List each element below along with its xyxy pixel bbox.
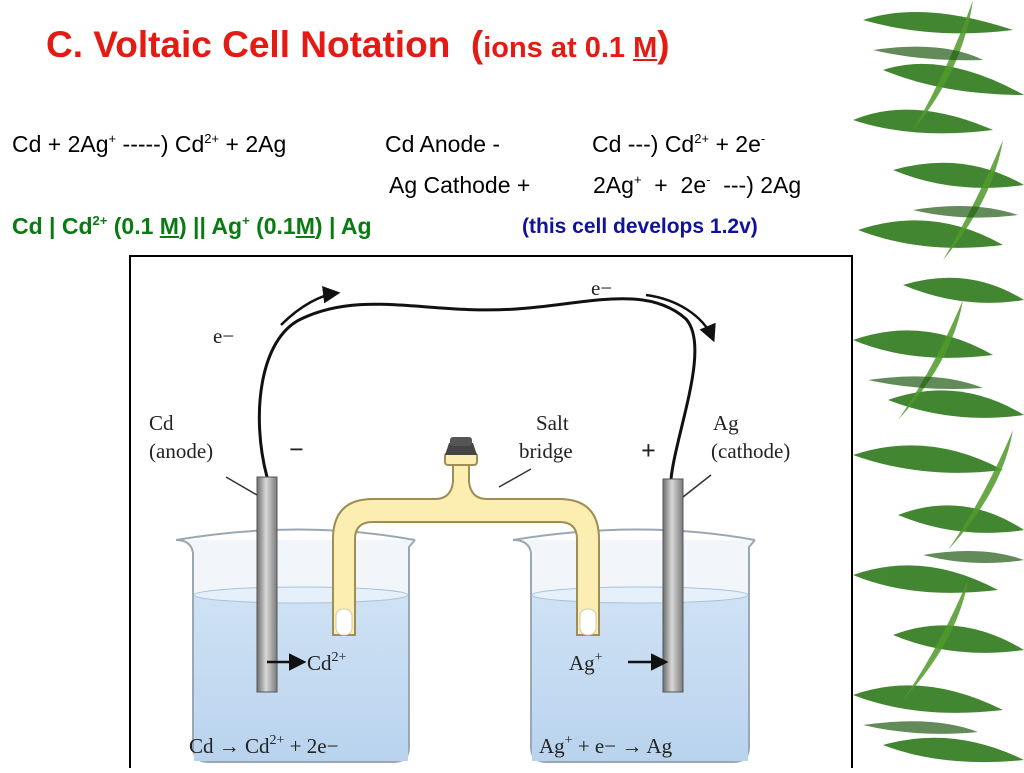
anode-text: (anode) [149,439,213,463]
anode-label: Cd Anode - [385,131,501,157]
cathode-half-reaction: 2Ag+ + 2e- ---) 2Ag [593,172,802,198]
ag-label: Ag [713,411,739,435]
title-paren-open: ( [470,24,484,65]
electron-arrow-left [280,286,341,326]
slide-title: C. Voltaic Cell Notation (ions at 0.1 M) [46,24,670,66]
voltaic-cell-svg: e− e− Cd (anode) − Salt bridge + Ag (cat… [149,276,790,763]
cathode-text: (cathode) [711,439,790,463]
anode-equation: Cd → Cd2+ + 2e− [189,733,338,758]
external-wire [257,297,697,480]
ag-ion-label: Ag+ [569,650,603,675]
salt-text: Salt [536,411,569,435]
cathode-label: Ag Cathode + [389,172,531,198]
title-paren-text: ions at 0.1 [483,32,626,64]
salt-bridge [332,437,600,636]
anode-half-reaction: Cd ---) Cd2+ + 2e- [592,131,766,157]
cd-ion-label: Cd2+ [307,650,347,675]
electron-label-left: e− [213,324,234,348]
right-solution [532,595,748,761]
right-beaker [512,528,756,763]
bamboo-decoration [853,0,1024,768]
left-beaker [175,528,416,763]
ag-electrode [662,478,684,693]
electron-label-right: e− [591,276,612,300]
voltaic-cell-diagram: e− e− Cd (anode) − Salt bridge + Ag (cat… [129,255,853,768]
title-paren-close: ) [657,24,670,65]
cell-voltage-note: (this cell develops 1.2v) [522,215,758,238]
electron-arrow-right [645,293,716,343]
title-main: C. Voltaic Cell Notation [46,24,451,65]
cathode-equation: Ag+ + e− → Ag [539,733,673,758]
bridge-text: bridge [519,439,573,463]
cd-label: Cd [149,411,174,435]
minus-sign: − [289,435,304,464]
plus-sign: + [641,436,656,465]
cd-electrode [256,476,278,693]
left-solution [194,595,408,761]
title-unit: M [633,32,658,64]
overall-reaction: Cd + 2Ag+ -----) Cd2+ + 2Ag [12,131,287,157]
cell-notation: Cd | Cd2+ (0.1 M) || Ag+ (0.1M) | Ag [12,213,372,239]
